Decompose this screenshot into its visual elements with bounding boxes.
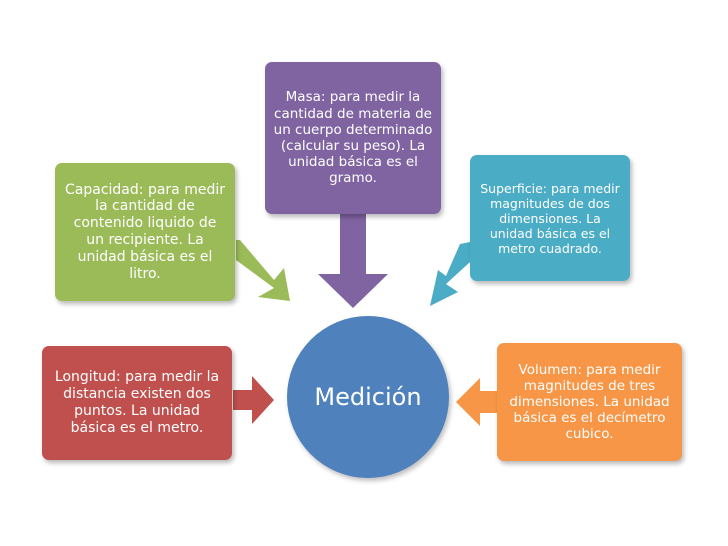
- volumen-box: Volumen: para medir magnitudes de tres d…: [497, 343, 682, 461]
- arrow-volumen: [456, 378, 497, 426]
- masa-text: Masa: para medir la cantidad de materia …: [273, 89, 433, 187]
- arrow-masa: [318, 214, 388, 308]
- superficie-box: Superficie: para medir magnitudes de dos…: [470, 155, 630, 281]
- center-label: Medición: [314, 383, 422, 411]
- arrow-superficie: [430, 242, 470, 306]
- arrow-longitud: [233, 376, 274, 424]
- longitud-box: Longitud: para medir la distancia existe…: [42, 346, 232, 460]
- medicion-center-circle: Medición: [287, 316, 449, 478]
- masa-box: Masa: para medir la cantidad de materia …: [265, 62, 441, 214]
- capacidad-box: Capacidad: para medir la cantidad de con…: [55, 163, 235, 301]
- superficie-text: Superficie: para medir magnitudes de dos…: [480, 180, 620, 256]
- capacidad-text: Capacidad: para medir la cantidad de con…: [65, 181, 225, 282]
- longitud-text: Longitud: para medir la distancia existe…: [54, 369, 220, 436]
- volumen-text: Volumen: para medir magnitudes de tres d…: [509, 361, 670, 443]
- arrow-capacidad: [236, 240, 290, 301]
